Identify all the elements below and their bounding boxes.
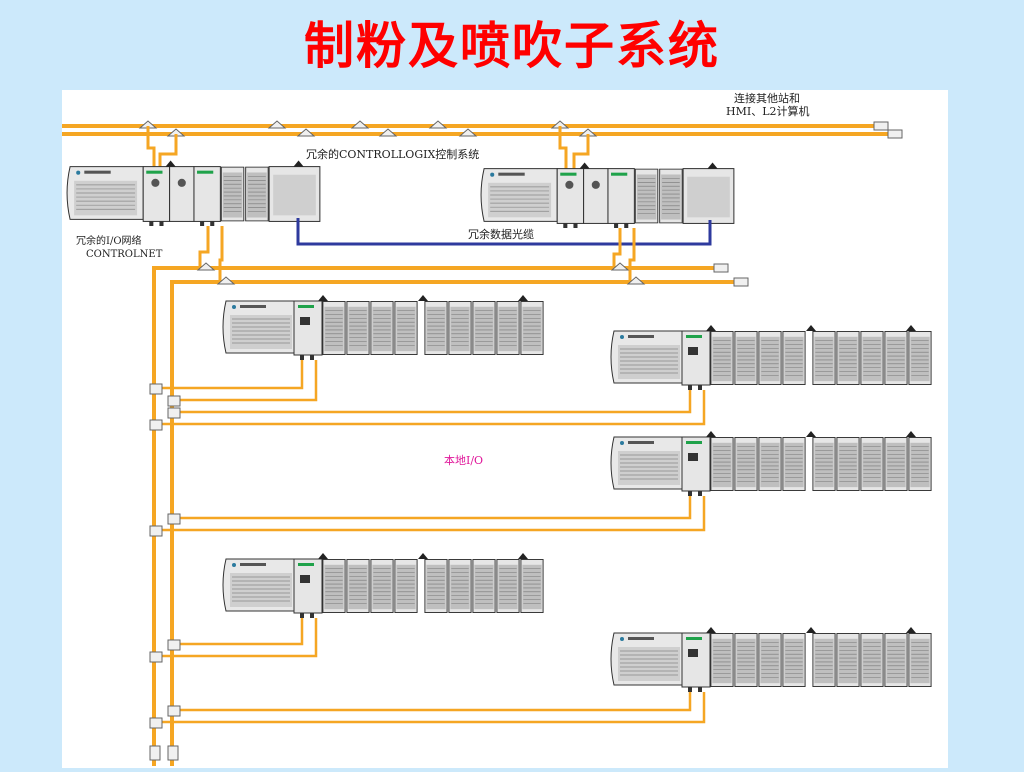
connect-other-label: 连接其他站和 bbox=[734, 91, 800, 105]
io-rack-2 bbox=[611, 325, 931, 391]
network-diagram: 连接其他站和 HMI、L2计算机 冗余的CONTROLLOGIX控制系统 冗余数… bbox=[62, 91, 948, 766]
controller-rack-secondary bbox=[481, 163, 734, 232]
redundant-controllogix-label: 冗余的CONTROLLOGIX控制系统 bbox=[306, 147, 479, 161]
slide-title: 制粉及喷吹子系统 bbox=[304, 17, 720, 75]
io-rack-1 bbox=[223, 295, 543, 361]
io-rack-3 bbox=[611, 431, 931, 497]
redundant-fiber-cable bbox=[296, 218, 712, 246]
hmi-l2-label: HMI、L2计算机 bbox=[726, 104, 810, 118]
controller-drops bbox=[146, 126, 590, 170]
io-rack-drops bbox=[158, 360, 706, 724]
redundant-fiber-label: 冗余数据光缆 bbox=[468, 227, 534, 241]
redundant-io-network-label: 冗余的I/O网络 bbox=[76, 234, 142, 247]
io-network-taps bbox=[197, 262, 749, 287]
io-network-cables bbox=[152, 266, 742, 766]
io-rack-5 bbox=[611, 627, 931, 693]
controlnet-label: CONTROLNET bbox=[86, 249, 163, 260]
trunk-cables bbox=[62, 124, 892, 136]
diagram-panel: 连接其他站和 HMI、L2计算机 冗余的CONTROLLOGIX控制系统 冗余数… bbox=[62, 90, 948, 768]
trunk-taps bbox=[139, 120, 903, 139]
io-network-drops bbox=[198, 226, 636, 282]
io-rack-4 bbox=[223, 553, 543, 619]
io-rack-taps bbox=[149, 383, 181, 761]
local-io-label: 本地I/O bbox=[444, 453, 483, 467]
controller-rack-primary bbox=[67, 161, 320, 230]
